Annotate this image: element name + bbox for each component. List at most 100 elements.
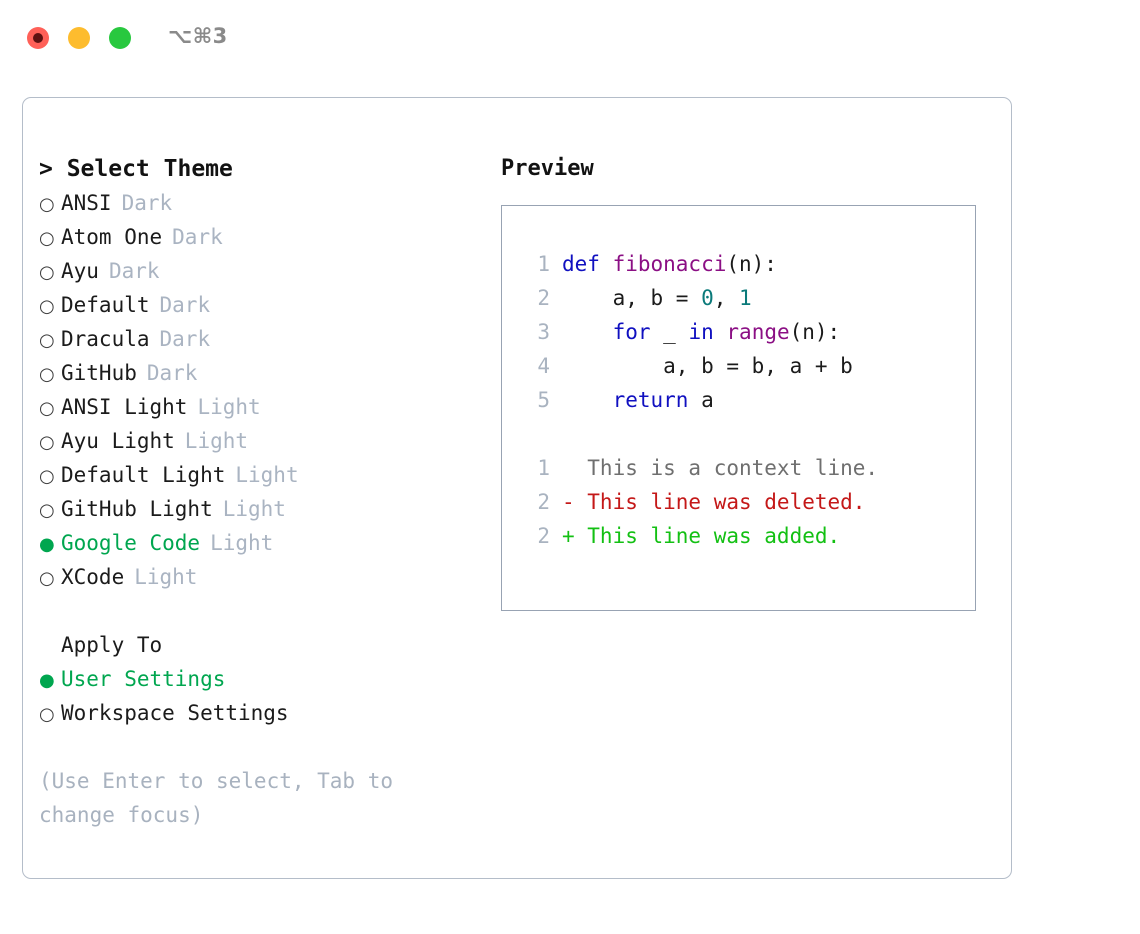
code-line-text: def fibonacci(n): xyxy=(562,247,777,281)
code-token-plain: a, b = b, a + b xyxy=(562,354,853,378)
theme-variant-badge: Light xyxy=(222,497,286,521)
radio-unselected-icon: ○ xyxy=(39,228,55,249)
apply-to-options[interactable]: ● User Settings ○ Workspace Settings xyxy=(39,662,479,730)
code-token-plain: (n): xyxy=(726,252,777,276)
theme-option-label: Google Code xyxy=(61,531,201,555)
apply-to-option-user-settings[interactable]: ● User Settings xyxy=(39,662,479,696)
code-line: 5 return a xyxy=(520,383,969,417)
radio-unselected-icon: ○ xyxy=(39,704,55,725)
diff-line: 2 - This line was deleted. xyxy=(520,485,969,519)
code-token-kw: def xyxy=(562,252,613,276)
code-token-fn: range xyxy=(726,320,790,344)
theme-option-label: Atom One xyxy=(61,225,163,249)
code-token-num: 1 xyxy=(739,286,752,310)
code-line: 1 def fibonacci(n): xyxy=(520,247,969,281)
line-number: 2 xyxy=(537,286,550,310)
theme-option-default-light[interactable]: ○ Default Light Light xyxy=(39,458,479,492)
radio-selected-icon: ● xyxy=(39,670,55,691)
code-line: 3 for _ in range(n): xyxy=(520,315,969,349)
radio-selected-icon: ● xyxy=(39,534,55,555)
theme-option-default[interactable]: ○ Default Dark xyxy=(39,288,479,322)
code-line: 4 a, b = b, a + b xyxy=(520,349,969,383)
code-token-plain: , xyxy=(713,286,740,310)
code-token-plain: a xyxy=(688,388,714,412)
radio-unselected-icon: ○ xyxy=(39,398,55,419)
code-token-plain: (n): xyxy=(789,320,841,344)
apply-to-option-label: Workspace Settings xyxy=(61,701,289,725)
radio-unselected-icon: ○ xyxy=(39,194,55,215)
code-token-plain xyxy=(714,320,727,344)
code-token-plain xyxy=(562,320,613,344)
theme-variant-badge: Light xyxy=(235,463,299,487)
radio-unselected-icon: ○ xyxy=(39,262,55,283)
diff-line-text-context: This is a context line. xyxy=(562,456,879,480)
theme-variant-badge: Dark xyxy=(146,361,198,385)
apply-to-option-workspace-settings[interactable]: ○ Workspace Settings xyxy=(39,696,479,730)
theme-option-label: Ayu xyxy=(61,259,99,283)
theme-variant-badge: Dark xyxy=(159,293,211,317)
record-dot-icon xyxy=(33,33,43,43)
theme-option-github[interactable]: ○ GitHub Dark xyxy=(39,356,479,390)
theme-option-label: ANSI xyxy=(61,191,112,215)
line-number: 2 xyxy=(537,524,550,548)
line-number: 1 xyxy=(537,456,550,480)
diff-line: 2+ This line was added. xyxy=(520,519,969,553)
theme-variant-badge: Light xyxy=(197,395,261,419)
apply-to-option-label: User Settings xyxy=(61,667,226,691)
theme-option-label: Default Light xyxy=(61,463,226,487)
code-line-text: a, b = b, a + b xyxy=(562,349,853,383)
code-token-plain xyxy=(562,388,613,412)
radio-unselected-icon: ○ xyxy=(39,432,55,453)
theme-option-label: Default xyxy=(61,293,150,317)
maximize-window-button[interactable] xyxy=(109,27,131,49)
diff-line: 1 This is a context line. xyxy=(520,451,969,485)
code-token-kw: for xyxy=(612,320,651,344)
minimize-window-button[interactable] xyxy=(68,27,90,49)
code-token-plain: _ xyxy=(650,320,689,344)
radio-unselected-icon: ○ xyxy=(39,466,55,487)
preview-section-spacer xyxy=(520,417,969,451)
theme-option-label: XCode xyxy=(61,565,125,589)
radio-unselected-icon: ○ xyxy=(39,364,55,385)
keyboard-hint-text: (Use Enter to select, Tab to change focu… xyxy=(39,769,394,827)
theme-variant-badge: Light xyxy=(134,565,198,589)
theme-option-ayu-light[interactable]: ○ Ayu Light Light xyxy=(39,424,479,458)
radio-unselected-icon: ○ xyxy=(39,500,55,521)
theme-variant-badge: Light xyxy=(184,429,249,453)
line-number: 4 xyxy=(537,354,550,378)
select-theme-heading: > Select Theme xyxy=(39,156,233,182)
code-line-text: for _ in range(n): xyxy=(562,315,841,349)
code-token-num: 0 xyxy=(701,286,714,310)
line-number: 1 xyxy=(537,252,550,276)
radio-unselected-icon: ○ xyxy=(39,296,55,317)
apply-to-group: Apply To ●User Settings○Workspace Settin… xyxy=(39,628,479,730)
line-number: 5 xyxy=(537,388,550,412)
preview-heading: Preview xyxy=(501,156,594,181)
keyboard-shortcut-label: ⌥⌘3 xyxy=(168,24,228,48)
code-line-text: return a xyxy=(562,383,714,417)
theme-option-label: GitHub xyxy=(61,361,137,385)
line-number: 2 xyxy=(537,490,550,514)
code-token-plain: a, b = xyxy=(562,286,702,310)
close-window-button[interactable] xyxy=(27,27,49,49)
theme-option-label: Ayu Light xyxy=(61,429,175,453)
theme-variant-badge: Dark xyxy=(159,327,211,351)
code-line: 2 a, b = 0, 1 xyxy=(520,281,969,315)
code-line-text: a, b = 0, 1 xyxy=(562,281,752,315)
diff-line-text-del: - This line was deleted. xyxy=(562,490,866,514)
title-bar: ⌥⌘3 xyxy=(0,0,1140,76)
